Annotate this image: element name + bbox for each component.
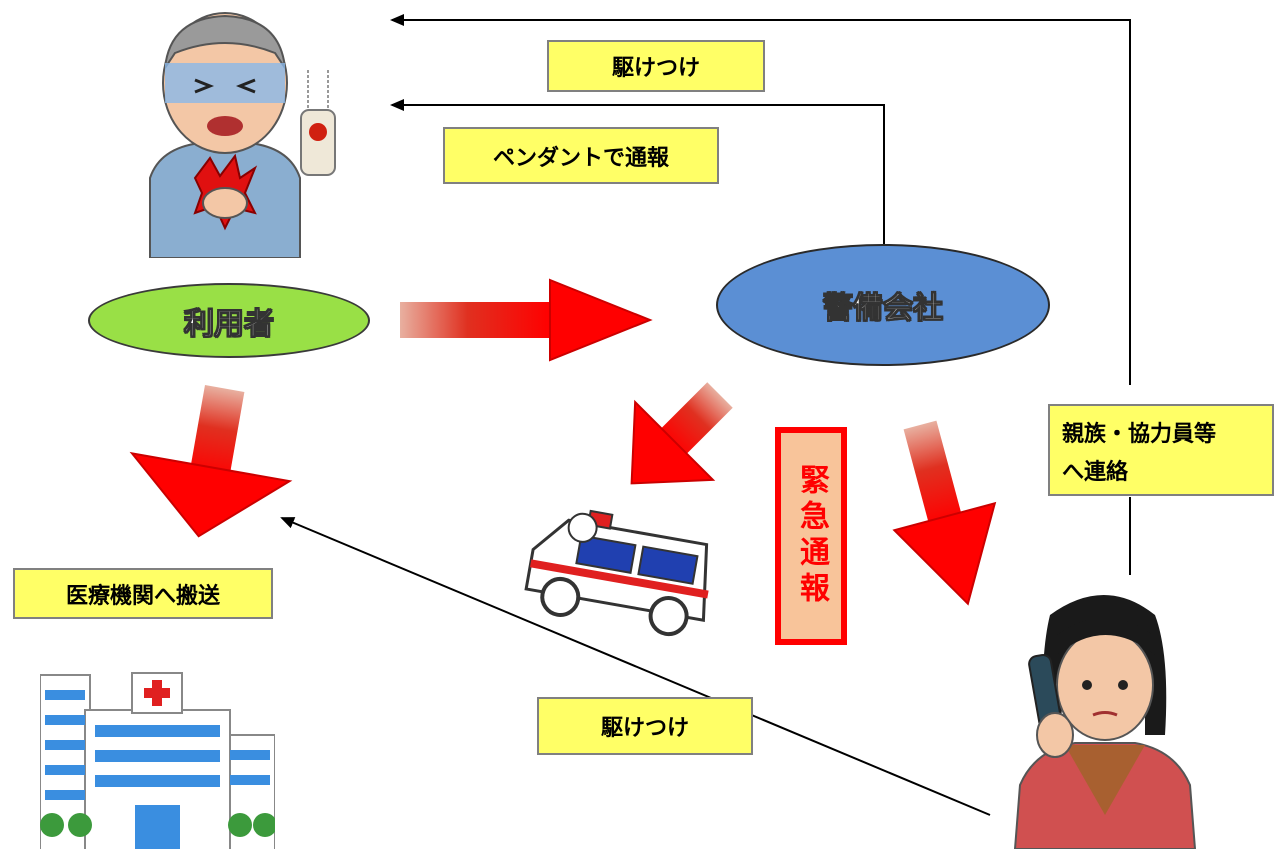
label-kaketsuke-top: 駆けつけ xyxy=(547,40,765,92)
emergency-call-box: 緊急通報 xyxy=(775,427,847,645)
pendant-button-icon xyxy=(300,70,336,176)
red-arrow-user-to-hospital xyxy=(129,385,293,538)
node-user-label: 利用者 xyxy=(184,306,275,342)
ambulance-icon xyxy=(524,509,709,637)
node-user: 利用者 xyxy=(88,283,370,358)
node-security-company-label: 警備会社 xyxy=(823,291,944,327)
emergency-call-label: 緊急通報 xyxy=(794,464,829,608)
label-contact-relatives-line1: 親族・協力員等 xyxy=(1062,422,1217,447)
red-arrow-company-to-ambulance xyxy=(630,382,733,485)
label-transport-hospital: 医療機関へ搬送 xyxy=(13,568,273,619)
woman-phone-icon xyxy=(1013,595,1197,849)
node-security-company: 警備会社 xyxy=(716,244,1050,366)
label-pendant-report: ペンダントで通報 xyxy=(443,127,719,184)
elderly-man-icon xyxy=(149,12,301,258)
label-contact-relatives: 親族・協力員等 へ連絡 xyxy=(1048,404,1274,496)
label-kaketsuke-bottom: 駆けつけ xyxy=(537,697,753,755)
label-contact-relatives-line2: へ連絡 xyxy=(1062,460,1129,485)
red-arrow-user-to-company xyxy=(400,278,653,362)
red-arrow-company-to-woman xyxy=(892,420,997,606)
route-woman-to-hospital xyxy=(280,517,991,816)
route-company-to-user xyxy=(390,99,885,245)
hospital-icon xyxy=(40,672,275,849)
route-relatives-to-user-top xyxy=(390,14,1131,385)
